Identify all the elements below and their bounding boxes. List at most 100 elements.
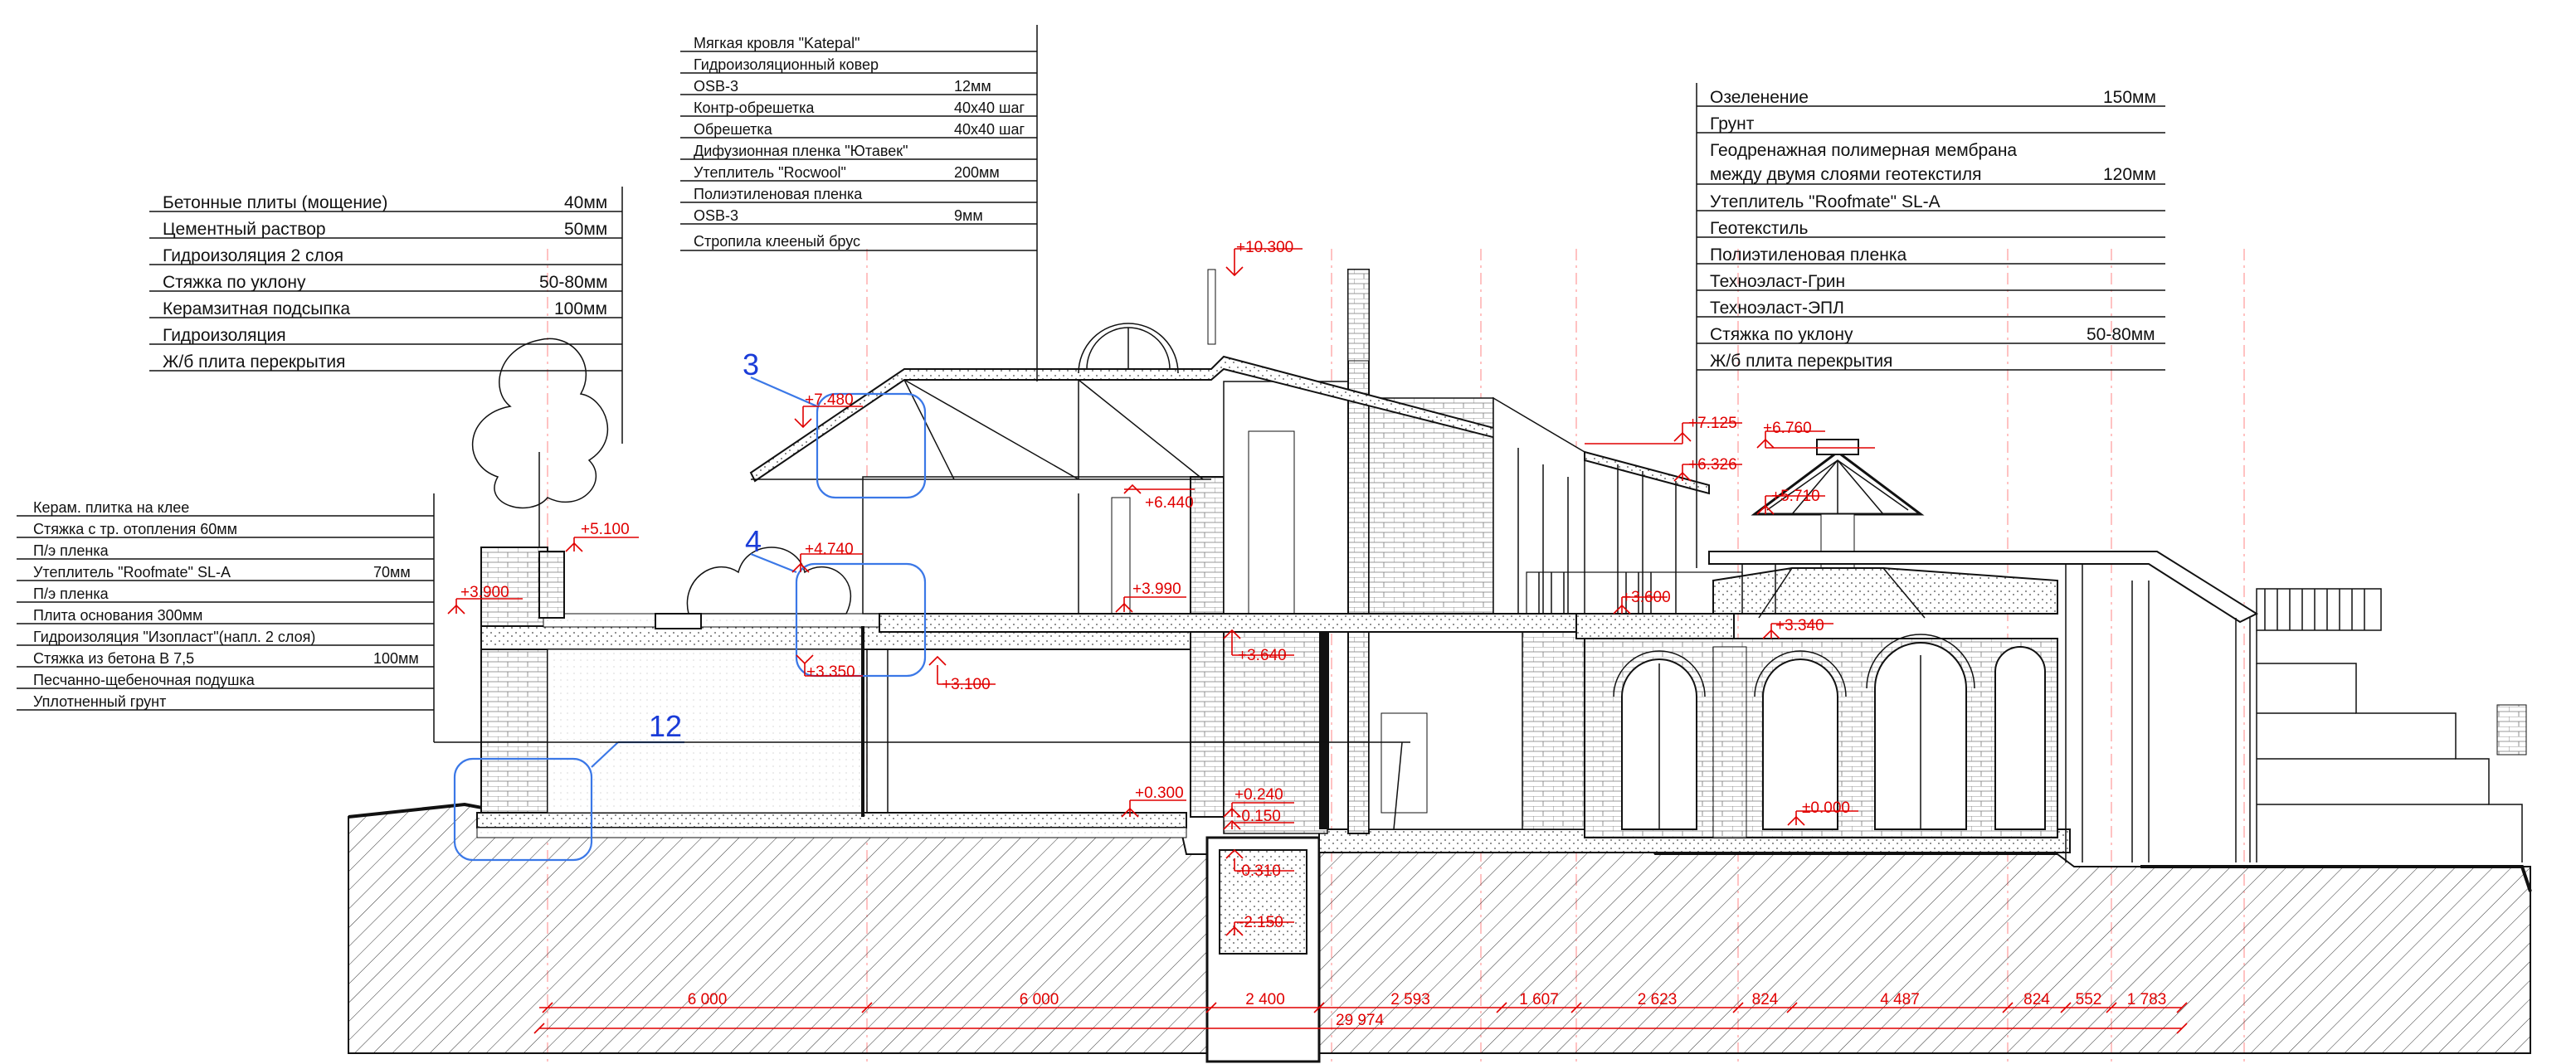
elevation-mark: +3.350 xyxy=(796,654,863,681)
svg-text:70мм: 70мм xyxy=(373,564,411,581)
note-row: между двумя слоями геотекстиля 120мм xyxy=(1710,165,2156,184)
elevation-mark: +6.326 xyxy=(1673,456,1742,482)
callout-label-12: 12 xyxy=(649,709,682,743)
elevation-mark: +6.440 xyxy=(1123,483,1195,512)
elevation-mark: +3.640 xyxy=(1223,629,1294,664)
note-row: Геотекстиль xyxy=(1710,219,1808,238)
svg-text:Утеплитель "Rocwool": Утеплитель "Rocwool" xyxy=(694,164,846,181)
elevation-mark: +7.125 xyxy=(1585,415,1742,445)
dimension-tick xyxy=(1786,1002,1798,1013)
dimension-segment-label: 824 xyxy=(2023,991,2050,1008)
dimension-segment-label: 4 487 xyxy=(1880,991,1920,1008)
svg-text:Стяжка по уклону: Стяжка по уклону xyxy=(163,273,306,292)
svg-text:OSB-3: OSB-3 xyxy=(694,207,738,224)
dimension-tick xyxy=(2176,1002,2188,1013)
elevation-mark: +3.600 xyxy=(1613,589,1671,615)
svg-text:Песчанно-щебеночная подушка: Песчанно-щебеночная подушка xyxy=(33,672,256,688)
central-block xyxy=(1207,269,1585,834)
svg-text:+3.100: +3.100 xyxy=(942,676,991,693)
note-row: П/э пленка xyxy=(33,585,110,602)
svg-text:±0.000: ±0.000 xyxy=(1802,799,1850,817)
svg-text:Контр-обрешетка: Контр-обрешетка xyxy=(694,100,815,116)
elevation-mark: +5.100 xyxy=(565,521,639,552)
left-hall xyxy=(862,476,1225,818)
elevation-mark: -2.150 xyxy=(1225,914,1294,936)
note-leaders xyxy=(433,25,1697,830)
callout-label-3: 3 xyxy=(743,347,759,381)
dimension-segment-label: 552 xyxy=(2076,991,2102,1008)
elevation-mark: +10.300 xyxy=(1225,239,1303,277)
note-row: Гидроизоляция 2 слоя xyxy=(163,246,343,265)
svg-text:50-80мм: 50-80мм xyxy=(539,273,608,292)
svg-text:Полиэтиленовая пленка: Полиэтиленовая пленка xyxy=(1710,245,1906,265)
svg-text:120мм: 120мм xyxy=(2103,165,2156,184)
svg-text:-2.150: -2.150 xyxy=(1239,914,1283,931)
dimension-total: 29 974 xyxy=(1336,1012,1385,1029)
dimension-tick xyxy=(2060,1002,2072,1013)
elevation-mark: +3.900 xyxy=(447,584,523,615)
dimension-tick xyxy=(1205,1002,1217,1013)
dimension-tick xyxy=(533,1023,545,1034)
svg-text:Гидроизоляционный ковер: Гидроизоляционный ковер xyxy=(694,56,879,73)
elevation-mark: +7.480 xyxy=(794,391,863,429)
svg-text:-0.150: -0.150 xyxy=(1236,808,1281,825)
svg-text:Плита основания 300мм: Плита основания 300мм xyxy=(33,607,202,624)
dimension-segment-label: 6 000 xyxy=(688,991,728,1008)
note-row: Техноэласт-Грин xyxy=(1710,272,1845,291)
tree-left xyxy=(471,338,609,547)
svg-text:+7.480: +7.480 xyxy=(805,391,854,409)
note-block-roof: Мягкая кровля "Katepal" Гидроизоляционны… xyxy=(680,35,1037,251)
svg-text:Гидроизоляция 2 слоя: Гидроизоляция 2 слоя xyxy=(163,246,343,265)
svg-text:+3.600: +3.600 xyxy=(1622,589,1671,606)
sump-pit xyxy=(1205,836,1321,1063)
dimension-segment-label: 1 607 xyxy=(1519,991,1559,1008)
note-row: Стяжка с тр. отопления 60мм xyxy=(33,521,237,537)
right-pergola xyxy=(1708,551,2527,862)
dimension-tick xyxy=(2002,1002,2014,1013)
dimension-segment-label: 2 593 xyxy=(1390,991,1430,1008)
note-row: Гидроизоляционный ковер xyxy=(694,56,879,73)
svg-text:Полиэтиленовая пленка: Полиэтиленовая пленка xyxy=(694,186,863,202)
svg-text:Геодренажная полимерная мембра: Геодренажная полимерная мембрана xyxy=(1710,141,2017,160)
note-row: Песчанно-щебеночная подушка xyxy=(33,672,256,688)
note-row: Полиэтиленовая пленка xyxy=(694,186,863,202)
svg-text:100мм: 100мм xyxy=(554,299,607,318)
dimension-tick xyxy=(1732,1002,1744,1013)
svg-text:Стяжка из бетона В 7,5: Стяжка из бетона В 7,5 xyxy=(33,650,194,667)
svg-text:между двумя слоями геотекстиля: между двумя слоями геотекстиля xyxy=(1710,165,1981,184)
dimension-tick xyxy=(1496,1002,1507,1013)
note-row: Утеплитель "Rocwool" 200мм xyxy=(694,164,1000,181)
note-row: Гидроизоляция xyxy=(163,326,286,345)
dimension-tick xyxy=(2176,1023,2188,1034)
note-row: Бетонные плиты (мощение)40мм xyxy=(163,193,607,212)
dimension-tick xyxy=(2106,1002,2117,1013)
note-row: Грунт xyxy=(1710,114,1755,134)
svg-text:Уплотненный грунт: Уплотненный грунт xyxy=(33,693,166,710)
svg-text:Бетонные плиты (мощение): Бетонные плиты (мощение) xyxy=(163,193,387,212)
svg-text:+10.300: +10.300 xyxy=(1236,239,1293,256)
svg-text:200мм: 200мм xyxy=(954,164,1000,181)
elevation-mark: +0.240 xyxy=(1223,786,1294,818)
elevation-mark: +3.100 xyxy=(928,655,996,693)
callout-label-4: 4 xyxy=(745,524,762,558)
arched-block xyxy=(1584,634,2058,838)
elevation-mark: -0.310 xyxy=(1225,848,1294,880)
svg-text:+5.100: +5.100 xyxy=(581,521,630,538)
note-row: Мягкая кровля "Katepal" xyxy=(694,35,859,51)
dimension-segment-label: 1 783 xyxy=(2127,991,2167,1008)
note-row: Плита основания 300мм xyxy=(33,607,202,624)
bushes xyxy=(686,547,852,615)
svg-text:+3.340: +3.340 xyxy=(1775,617,1824,634)
note-row: Стропила клееный брус xyxy=(694,233,860,250)
svg-text:Дифузионная пленка "Ютавек": Дифузионная пленка "Ютавек" xyxy=(694,143,908,159)
dimension-segment-label: 2 623 xyxy=(1638,991,1678,1008)
elevation-mark: +4.740 xyxy=(791,541,863,573)
svg-text:+6.326: +6.326 xyxy=(1688,456,1737,474)
svg-text:-0.310: -0.310 xyxy=(1236,862,1281,880)
note-row: Полиэтиленовая пленка xyxy=(1710,245,1906,265)
